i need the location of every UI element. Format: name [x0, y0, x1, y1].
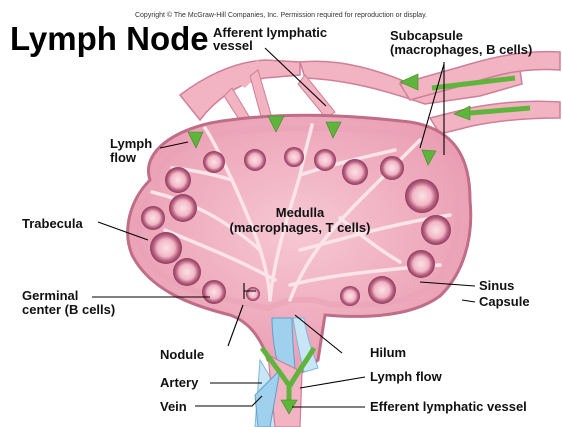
label-trabecula: Trabecula	[22, 216, 83, 231]
label-nodule: Nodule	[160, 347, 204, 362]
copyright-notice: Copyright © The McGraw-Hill Companies, I…	[135, 11, 427, 19]
label-subcapsule-line2: (macrophages, B cells)	[390, 42, 532, 57]
label-medulla-line1: Medulla	[276, 205, 325, 220]
label-germinal-center-line1: Germinal	[22, 288, 78, 303]
label-afferent-vessel-line2: vessel	[213, 38, 253, 53]
label-efferent-vessel: Efferent lymphatic vessel	[370, 399, 527, 414]
label-sinus: Sinus	[479, 278, 514, 293]
label-capsule: Capsule	[479, 294, 530, 309]
label-hilum: Hilum	[370, 345, 406, 360]
label-germinal-center-line2: center (B cells)	[22, 302, 115, 317]
label-lymph-flow-top-line2: flow	[110, 150, 137, 165]
label-artery: Artery	[160, 375, 199, 390]
label-vein: Vein	[160, 399, 187, 414]
diagram-title: Lymph Node	[10, 20, 209, 57]
label-medulla-line2: (macrophages, T cells)	[230, 220, 371, 235]
label-lymph-flow-top-line1: Lymph	[110, 136, 152, 151]
label-subcapsule-line1: Subcapsule	[390, 28, 463, 43]
label-lymph-flow-bottom: Lymph flow	[370, 369, 443, 384]
